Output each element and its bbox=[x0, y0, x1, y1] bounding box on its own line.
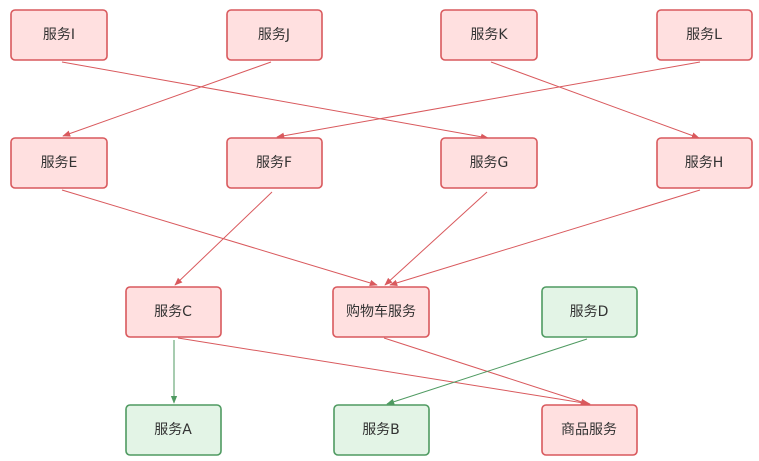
node-cart-service: 购物车服务 bbox=[332, 286, 430, 338]
node-service-h: 服务H bbox=[656, 137, 753, 189]
node-label: 服务C bbox=[154, 304, 192, 320]
node-service-b: 服务B bbox=[333, 404, 430, 456]
node-label: 服务A bbox=[154, 422, 192, 438]
node-label: 服务B bbox=[362, 422, 400, 438]
node-label: 服务I bbox=[43, 27, 75, 43]
node-service-k: 服务K bbox=[440, 9, 538, 61]
node-service-i: 服务I bbox=[10, 9, 108, 61]
node-label: 购物车服务 bbox=[346, 303, 416, 320]
edge-service-l-to-service-f bbox=[276, 61, 701, 139]
edge-service-c-to-product-service bbox=[177, 337, 591, 407]
node-label: 商品服务 bbox=[561, 422, 617, 438]
edge-service-k-to-service-h bbox=[490, 61, 700, 139]
node-label: 服务K bbox=[470, 27, 508, 43]
edge-service-e-to-cart-service bbox=[61, 189, 378, 286]
node-label: 服务G bbox=[470, 155, 509, 171]
node-service-j: 服务J bbox=[226, 9, 323, 61]
node-label: 服务E bbox=[41, 155, 78, 171]
edge-service-f-to-service-c bbox=[174, 191, 273, 286]
edge-service-i-to-service-g bbox=[61, 61, 489, 140]
edge-cart-service-to-product-service bbox=[383, 337, 589, 405]
node-label: 服务F bbox=[256, 155, 292, 171]
edge-service-j-to-service-e bbox=[62, 61, 272, 137]
node-product-service: 商品服务 bbox=[541, 404, 638, 456]
node-service-c: 服务C bbox=[125, 286, 222, 338]
node-label: 服务D bbox=[570, 304, 609, 320]
node-service-a: 服务A bbox=[125, 404, 222, 456]
node-service-e: 服务E bbox=[10, 137, 108, 189]
edge-service-d-to-service-b bbox=[386, 338, 588, 405]
edges bbox=[61, 61, 701, 407]
node-label: 服务L bbox=[686, 27, 722, 43]
node-service-l: 服务L bbox=[656, 9, 753, 61]
node-label: 服务J bbox=[258, 27, 290, 43]
edge-service-g-to-cart-service bbox=[384, 191, 488, 286]
edge-service-h-to-cart-service bbox=[389, 189, 701, 286]
node-service-d: 服务D bbox=[541, 286, 638, 338]
node-service-f: 服务F bbox=[226, 137, 323, 189]
node-service-g: 服务G bbox=[440, 137, 538, 189]
node-label: 服务H bbox=[685, 155, 724, 171]
